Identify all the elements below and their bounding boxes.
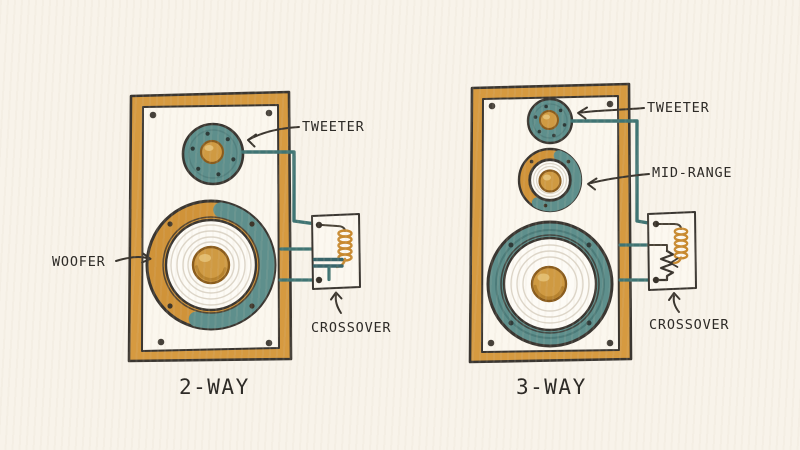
crossover-3way-arrow xyxy=(668,292,681,313)
label-tweeter-2way: TWEETER xyxy=(302,119,365,135)
tweeter-3way xyxy=(526,97,574,145)
annotation-arrows xyxy=(115,106,681,314)
cabinet-screws-2way xyxy=(149,109,273,347)
crossover-3way-terminals xyxy=(652,220,660,284)
label-tweeter-3way: TWEETER xyxy=(647,100,710,116)
woofer-3way-screws xyxy=(508,242,592,326)
woofer-3way-dome xyxy=(530,265,568,303)
tweeter-3way-arrow xyxy=(577,106,645,120)
wire-3way-tweeter xyxy=(570,119,656,226)
midrange-3way xyxy=(517,147,583,213)
woofer-3way xyxy=(486,220,614,348)
inductor-icon xyxy=(335,229,353,269)
crossover-2way-terminals xyxy=(315,221,323,284)
resistor-icon xyxy=(655,249,675,282)
midrange-3way-arrow xyxy=(587,173,650,191)
label-woofer-2way: WOOFER xyxy=(52,254,106,270)
crossover-2way-arrow xyxy=(330,291,343,314)
speaker-3way xyxy=(468,82,633,364)
woofer-3way-cone-rings xyxy=(510,244,590,324)
caption-2way: 2-WAY xyxy=(179,375,250,399)
tweeter-3way-screws xyxy=(533,104,567,138)
cabinet-screws-3way xyxy=(487,100,614,347)
speaker-2way xyxy=(127,90,293,363)
midrange-dome xyxy=(538,169,562,193)
woofer-2way-arrow xyxy=(115,252,152,264)
tweeter-2way xyxy=(181,122,245,186)
crossover-3way xyxy=(570,119,697,291)
tweeter-2way-dome xyxy=(199,139,225,165)
midrange-cone-rings xyxy=(532,162,568,198)
capacitor-icon xyxy=(312,257,344,268)
crossover-3way-box xyxy=(647,211,697,291)
label-crossover-3way: CROSSOVER xyxy=(649,317,730,333)
crossover-2way-box xyxy=(311,213,361,290)
woofer-2way-dome xyxy=(191,245,231,285)
coil-pointer-arrowhead xyxy=(669,257,679,268)
woofer-2way xyxy=(145,199,277,331)
wire-2way-tweeter xyxy=(241,150,318,226)
label-crossover-2way: CROSSOVER xyxy=(311,320,392,336)
woofer-2way-screws xyxy=(167,221,255,309)
crossover-2way xyxy=(241,150,361,290)
label-midrange-3way: MID-RANGE xyxy=(652,165,733,181)
woofer-2way-cone-rings xyxy=(170,224,252,306)
tweeter-3way-dome xyxy=(539,110,559,130)
tweeter-2way-arrow xyxy=(247,126,300,148)
caption-3way: 3-WAY xyxy=(516,375,587,399)
tweeter-2way-screws xyxy=(190,131,236,177)
inductor-icon xyxy=(672,227,689,265)
midrange-screws xyxy=(529,159,571,208)
